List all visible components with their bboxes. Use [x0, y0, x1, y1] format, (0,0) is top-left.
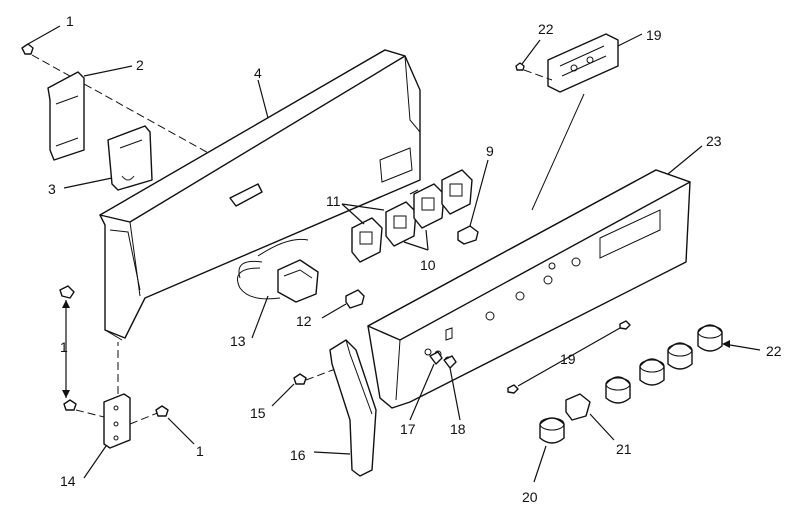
label-part-23: 23 [706, 133, 722, 149]
top-module-part-19 [547, 33, 643, 93]
mount-bracket-part-14 [83, 342, 161, 479]
alignment-line [31, 54, 231, 166]
lens-part-18 [443, 355, 461, 421]
screw-part-1-top [21, 25, 61, 55]
backguard-part-4 [99, 49, 421, 341]
label-part-20: 20 [522, 489, 538, 505]
label-part-22-knobs: 22 [766, 343, 782, 359]
knob-c [667, 342, 693, 370]
indicator-part-17 [409, 351, 443, 421]
switch-c [413, 183, 445, 229]
label-part-2: 2 [136, 57, 144, 73]
knob-b [639, 358, 665, 386]
knob-row-part-22 [605, 324, 761, 404]
label-part-10: 10 [420, 257, 436, 273]
control-panel-part-23 [367, 145, 703, 409]
label-part-21: 21 [616, 441, 632, 457]
label-part-4: 4 [254, 65, 262, 81]
label-part-13: 13 [230, 333, 246, 349]
label-part-1-top: 1 [66, 13, 74, 29]
indicator-part-9 [457, 159, 489, 245]
knob-part-21 [565, 393, 615, 441]
bracket-part-3 [63, 125, 153, 191]
label-part-1-left: 1 [60, 339, 68, 355]
label-part-16: 16 [290, 447, 306, 463]
shaft-arrow-part-19 [507, 320, 631, 394]
knob-d [697, 324, 723, 352]
switch-a [351, 217, 383, 263]
label-part-12: 12 [296, 313, 312, 329]
label-part-18: 18 [450, 421, 466, 437]
label-part-9: 9 [486, 143, 494, 159]
label-part-19-top: 19 [646, 27, 662, 43]
label-part-19-shaft: 19 [560, 351, 576, 367]
fastener-column-left [59, 285, 109, 419]
bracket-part-16 [313, 339, 377, 477]
switch-d [441, 169, 473, 215]
label-part-15: 15 [250, 405, 266, 421]
switch-group-parts-10-11 [341, 169, 473, 263]
label-part-1-right: 1 [196, 443, 204, 459]
label-part-22-top: 22 [538, 21, 554, 37]
bracket-part-2 [47, 65, 133, 161]
clock-timer-part-13 [237, 238, 319, 339]
label-part-11: 11 [326, 193, 341, 209]
label-part-17: 17 [400, 421, 416, 437]
screw-part-15 [271, 367, 339, 407]
lamp-part-12 [321, 289, 365, 319]
knob-part-20 [533, 417, 565, 483]
knob-a [605, 376, 631, 404]
connector-line [531, 93, 585, 211]
screw-part-1-right [155, 405, 195, 445]
screw-part-22-top [515, 39, 553, 81]
panel-knob-holes [485, 257, 581, 321]
label-part-14: 14 [60, 473, 76, 489]
part-number-labels: 1 2 3 4 9 10 11 12 13 14 15 16 17 18 19 … [48, 13, 782, 505]
switch-b [385, 201, 417, 247]
label-part-3: 3 [48, 181, 56, 197]
